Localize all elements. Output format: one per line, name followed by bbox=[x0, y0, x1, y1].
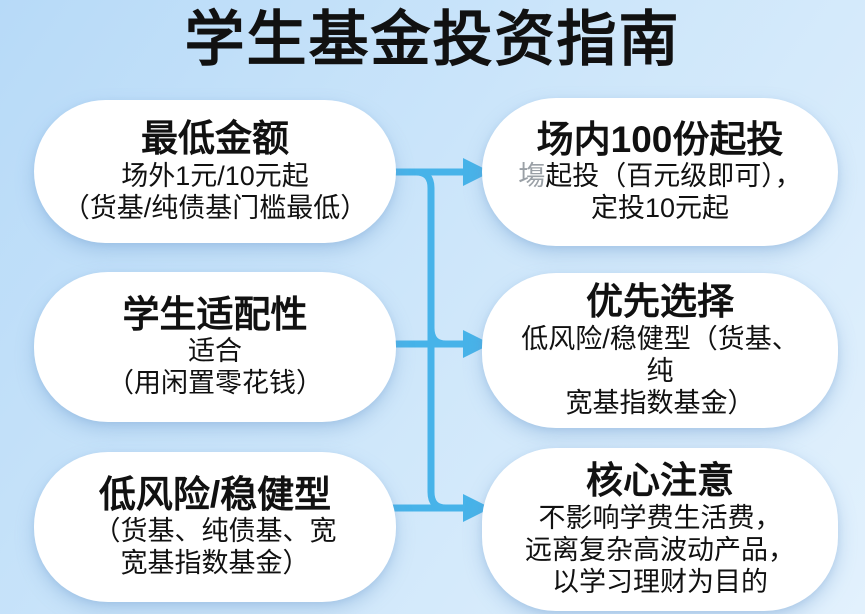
card-core-notes: 核心注意 不影响学费生活费， 远离复杂高波动产品， 以学习理财为目的 bbox=[482, 448, 838, 611]
card-onsite-100-units: 场内100份起投 塲起投（百元级即可）， 定投10元起 bbox=[482, 98, 838, 246]
card-heading: 学生适配性 bbox=[122, 293, 308, 335]
card-line: 定投10元起 bbox=[590, 193, 730, 224]
card-heading: 核心注意 bbox=[586, 460, 734, 502]
card-line-text: 起投（百元级即可）， bbox=[545, 161, 802, 192]
card-line: 宽基指数基金） bbox=[565, 387, 755, 418]
card-line: （货基/纯债基门槛最低） bbox=[62, 192, 368, 223]
card-line: 不影响学费生活费， bbox=[538, 502, 782, 533]
card-heading: 最低金额 bbox=[141, 118, 289, 160]
card-min-amount: 最低金额 场外1元/10元起 （货基/纯债基门槛最低） bbox=[34, 100, 396, 243]
card-priority-choice: 优先选择 低风险/稳健型（货基、纯 宽基指数基金） bbox=[482, 273, 838, 428]
card-heading: 优先选择 bbox=[586, 281, 734, 323]
card-line: 适合 bbox=[188, 336, 242, 367]
card-heading: 场内100份起投 bbox=[536, 118, 784, 160]
card-line: （用闲置零花钱） bbox=[107, 368, 323, 399]
card-line: 塲起投（百元级即可）， bbox=[518, 161, 802, 193]
card-line: （货基、纯债基、宽 bbox=[93, 516, 337, 547]
card-heading: 低风险/稳健型 bbox=[98, 473, 332, 515]
page-title: 学生基金投资指南 bbox=[184, 6, 681, 73]
card-line: 低风险/稳健型（货基、纯 bbox=[521, 323, 799, 386]
card-student-fit: 学生适配性 适合 （用闲置零花钱） bbox=[34, 272, 396, 422]
connector-vertical-branch bbox=[412, 168, 450, 512]
connector-middle-joint bbox=[427, 324, 450, 348]
card-line: 以学习理财为目的 bbox=[552, 566, 768, 597]
card-line: 场外1元/10元起 bbox=[121, 160, 309, 191]
card-line: 远离复杂高波动产品， bbox=[525, 534, 795, 565]
muted-glitch-character: 塲 bbox=[518, 161, 546, 192]
card-line: 宽基指数基金） bbox=[120, 548, 310, 579]
card-low-risk-type: 低风险/稳健型 （货基、纯债基、宽 宽基指数基金） bbox=[34, 452, 396, 602]
